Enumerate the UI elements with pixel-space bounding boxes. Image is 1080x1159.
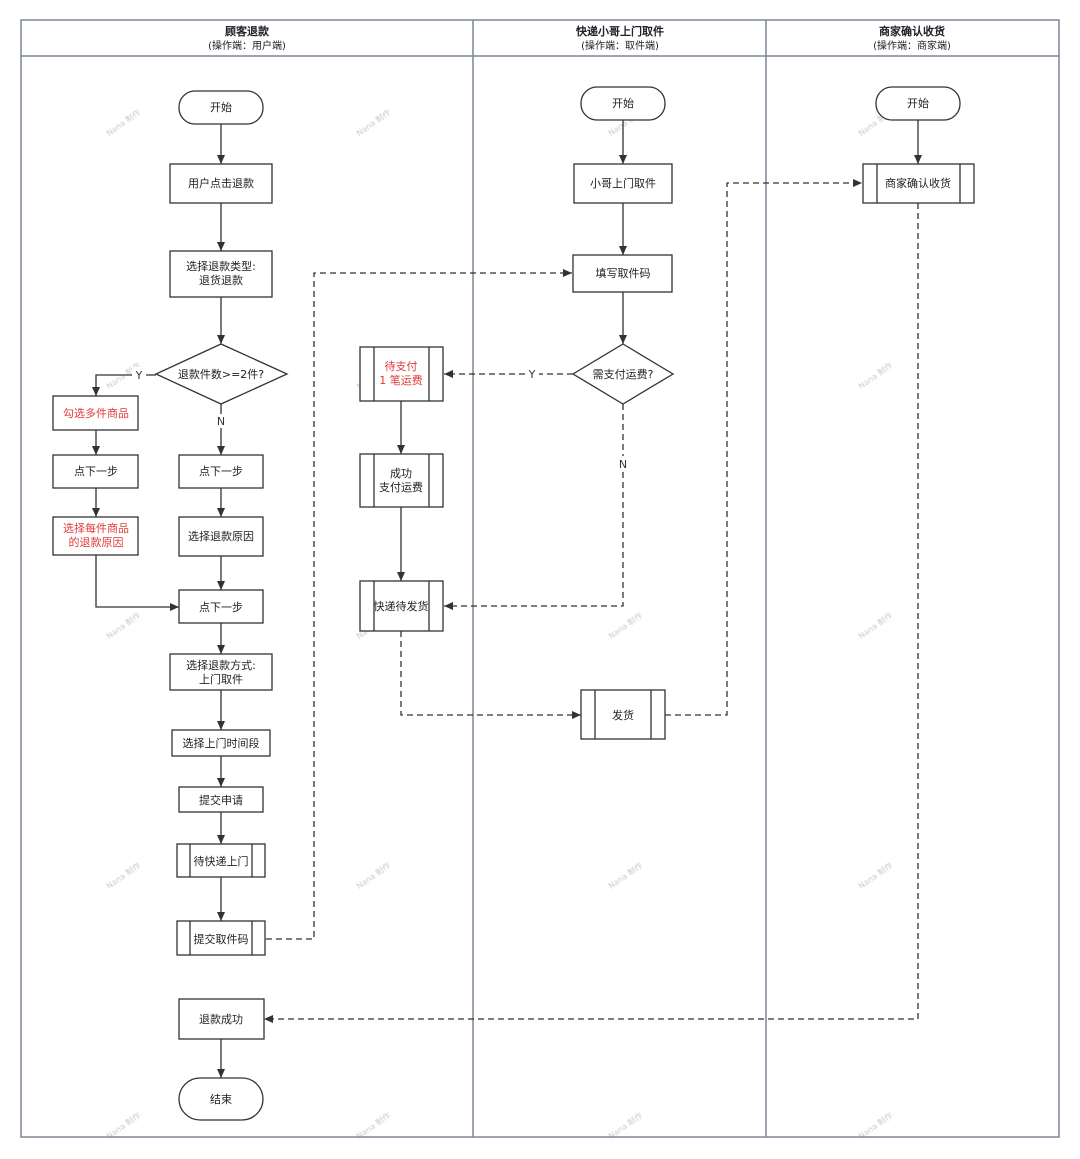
node-next-step-left: 点下一步 xyxy=(52,454,139,489)
node-label: 待快递上门 xyxy=(194,854,249,868)
lane-subtitle: (操作端：取件端) xyxy=(581,39,659,52)
node-label: 选择退款方式:上门取件 xyxy=(186,658,256,686)
node-courier-pickup: 小哥上门取件 xyxy=(573,163,673,204)
node-select-multiple-items: 勾选多件商品 xyxy=(52,395,139,431)
lane-subtitle: (操作端：用户端) xyxy=(208,39,286,52)
node-label: 选择退款类型:退货退款 xyxy=(186,259,256,287)
node-label: 选择退款原因 xyxy=(188,529,254,543)
watermark-text: Nana 制作 xyxy=(104,107,142,138)
node-reason-per-item: 选择每件商品的退款原因 xyxy=(52,516,139,556)
node-merchant-start: 开始 xyxy=(875,86,961,121)
subprocess-merchant-confirm: 商家确认收货 xyxy=(862,163,975,204)
watermark-text: Nana 制作 xyxy=(856,610,894,641)
edge-label-no: N xyxy=(217,415,225,428)
subprocess-ship: 发货 xyxy=(580,689,666,740)
node-label: 成功支付运费 xyxy=(379,467,423,494)
node-refund-success: 退款成功 xyxy=(178,998,265,1040)
node-customer-start: 开始 xyxy=(178,90,264,125)
watermark-text: Nana 制作 xyxy=(856,360,894,391)
node-label: 结束 xyxy=(210,1093,232,1106)
node-label: 退款成功 xyxy=(199,1012,243,1026)
edge-dashed-arrow xyxy=(444,472,624,610)
edge-label-yes: Y xyxy=(528,368,536,381)
node-label: 发货 xyxy=(612,708,634,722)
edge-arrow xyxy=(95,555,179,611)
node-select-time-slot: 选择上门时间段 xyxy=(171,729,271,757)
node-label: 选择上门时间段 xyxy=(183,736,260,750)
node-label: 提交申请 xyxy=(199,793,243,807)
watermark-text: Nana 制作 xyxy=(354,860,392,891)
node-label: 小哥上门取件 xyxy=(590,176,656,190)
node-label: 填写取件码 xyxy=(596,266,651,280)
lane-header-customer: 顾客退款 (操作端：用户端) xyxy=(208,24,286,52)
watermark-text: Nana 制作 xyxy=(354,107,392,138)
node-label: 点下一步 xyxy=(74,465,118,478)
node-select-refund-method: 选择退款方式:上门取件 xyxy=(169,653,273,691)
node-label: 开始 xyxy=(612,96,634,110)
watermark-text: Nana 制作 xyxy=(606,610,644,641)
lane-title: 商家确认收货 xyxy=(879,24,945,38)
node-label: 选择每件商品的退款原因 xyxy=(63,521,129,549)
node-label: 用户点击退款 xyxy=(188,176,254,190)
edge-label-yes: Y xyxy=(135,369,143,382)
node-label: 点下一步 xyxy=(199,465,243,478)
lane-header-courier: 快递小哥上门取件 (操作端：取件端) xyxy=(575,24,664,52)
node-user-click-refund: 用户点击退款 xyxy=(169,163,273,204)
edge-dashed-arrow xyxy=(400,631,581,719)
decision-shipping-fee: 需支付运费? xyxy=(571,343,675,405)
subprocess-submit-pickup-code: 提交取件码 xyxy=(176,920,266,956)
node-label: 快递待发货 xyxy=(374,599,429,613)
lane-header-merchant: 商家确认收货 (操作端：商家端) xyxy=(873,24,951,52)
swimlane-frame xyxy=(20,19,1060,1138)
decision-label: 退款件数>=2件? xyxy=(178,367,264,381)
node-label: 勾选多件商品 xyxy=(63,406,129,420)
node-label: 商家确认收货 xyxy=(885,176,951,190)
edge-dashed-arrow xyxy=(264,203,919,1023)
edge-dashed-arrow xyxy=(665,179,862,716)
node-label: 点下一步 xyxy=(199,601,243,614)
subprocess-awaiting-shipment: 快递待发货 xyxy=(359,580,444,632)
node-next-step-merge: 点下一步 xyxy=(178,589,264,624)
node-label: 开始 xyxy=(907,96,929,110)
decision-item-count: 退款件数>=2件? xyxy=(154,343,289,405)
subprocess-wait-courier: 待快递上门 xyxy=(176,843,266,878)
lane-title: 顾客退款 xyxy=(225,24,270,38)
lane-subtitle: (操作端：商家端) xyxy=(873,39,951,52)
edge-label-no: N xyxy=(619,458,627,471)
node-label: 开始 xyxy=(210,100,232,114)
node-customer-end: 结束 xyxy=(178,1077,264,1121)
watermark-text: Nana 制作 xyxy=(856,860,894,891)
node-label: 提交取件码 xyxy=(194,932,249,946)
watermark-text: Nana 制作 xyxy=(606,860,644,891)
watermark-text: Nana 制作 xyxy=(104,860,142,891)
node-submit-request: 提交申请 xyxy=(178,786,264,813)
node-select-refund-type: 选择退款类型:退货退款 xyxy=(169,250,273,298)
node-select-refund-reason: 选择退款原因 xyxy=(178,516,264,557)
subprocess-payment-success: 成功支付运费 xyxy=(359,453,444,508)
node-next-step-right: 点下一步 xyxy=(178,454,264,489)
decision-label: 需支付运费? xyxy=(593,368,654,381)
lane-title: 快递小哥上门取件 xyxy=(575,24,664,38)
watermark-text: Nana 制作 xyxy=(104,610,142,641)
edge-labels: Y N Y N xyxy=(132,367,627,471)
edge-dashed-arrow xyxy=(266,269,572,940)
node-fill-pickup-code: 填写取件码 xyxy=(572,254,673,293)
node-courier-start: 开始 xyxy=(580,86,666,121)
edges xyxy=(92,120,922,1078)
